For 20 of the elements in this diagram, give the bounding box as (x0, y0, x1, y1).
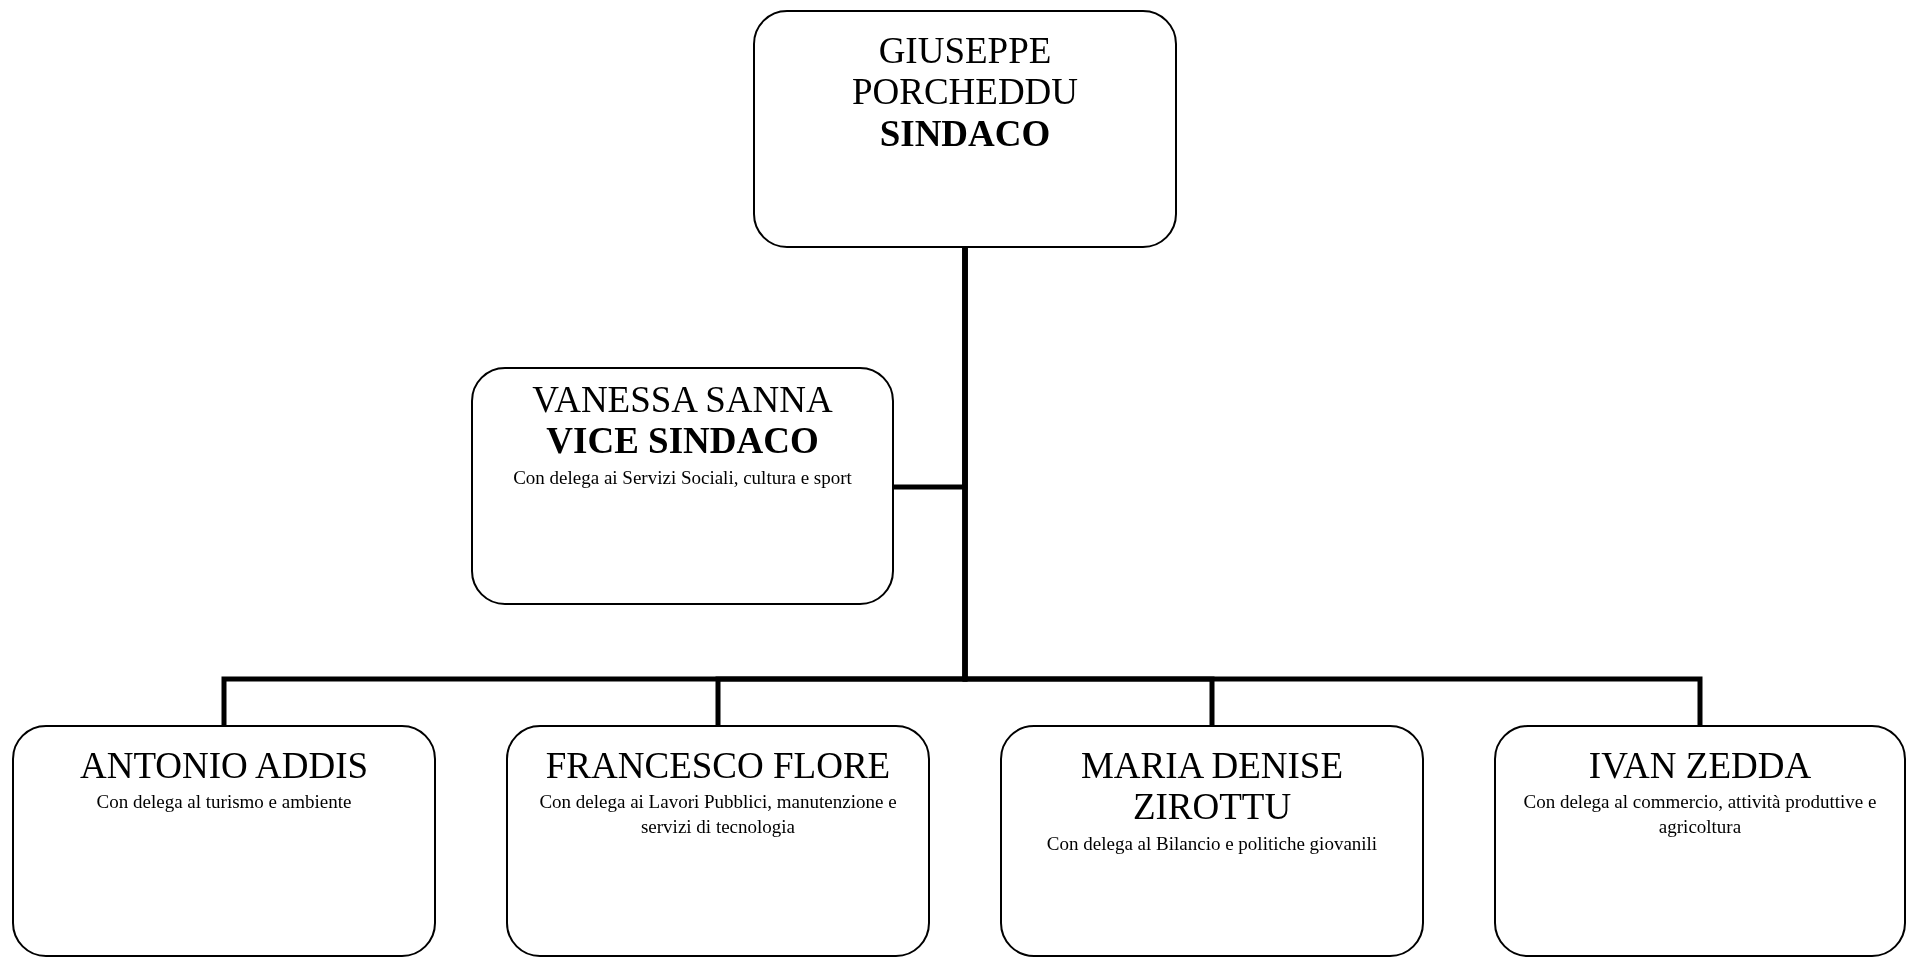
delegation-text: Con delega ai Servizi Sociali, cultura e sport (513, 465, 852, 490)
delegation-text: Con delega ai Lavori Pubblici, manutenzione e servizi di tecnologia (538, 790, 898, 840)
person-name: VANESSA SANNA (532, 379, 833, 421)
role-title: VICE SINDACO (546, 420, 819, 462)
person-name: IVAN ZEDDA (1588, 745, 1812, 787)
person-name: FRANCESCO FLORE (545, 745, 891, 787)
person-box (1494, 725, 1906, 957)
person-box (753, 10, 1177, 248)
connector-line (962, 248, 1703, 725)
person-name: GIUSEPPE PORCHEDDU (850, 30, 1080, 113)
person-box (1000, 725, 1424, 957)
person-box (12, 725, 436, 957)
person-name: MARIA DENISE ZIROTTU (1079, 745, 1345, 828)
delegation-text: Con delega al commercio, attività produttive e agricoltura (1522, 790, 1878, 840)
delegation-text: Con delega al turismo e ambiente (96, 790, 352, 815)
person-box (506, 725, 930, 957)
delegation-text: Con delega al Bilancio e politiche giovanili (1046, 831, 1378, 856)
person-name: ANTONIO ADDIS (79, 745, 369, 787)
role-title: SINDACO (879, 112, 1051, 155)
person-box (471, 367, 894, 605)
